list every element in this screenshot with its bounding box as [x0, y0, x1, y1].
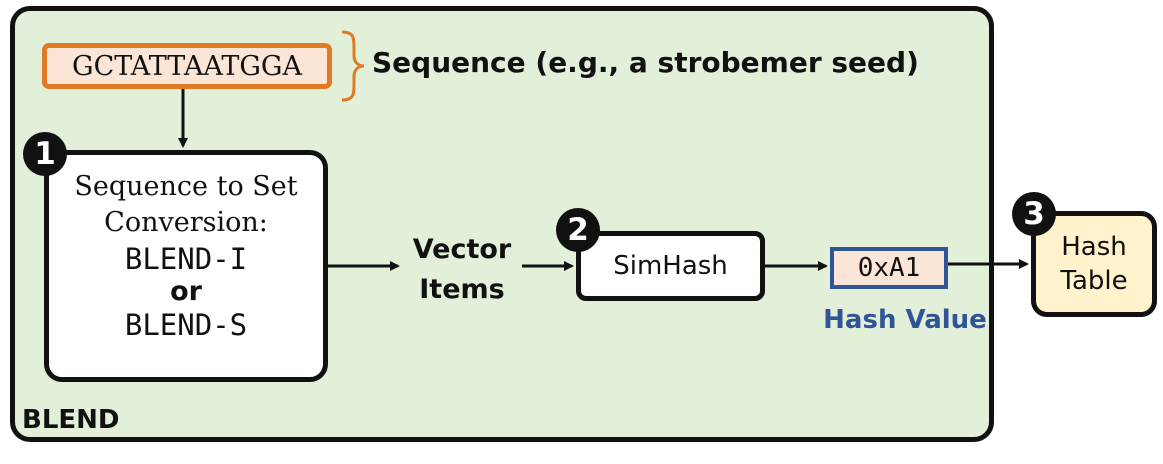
vector-items-label: Vector Items — [402, 230, 522, 310]
conversion-box: Sequence to Set Conversion: BLEND-I or B… — [44, 150, 328, 382]
sequence-value: GCTATTAATGGA — [72, 50, 302, 82]
or-label: or — [170, 276, 202, 307]
curly-brace-icon — [341, 30, 365, 102]
step-3-badge: 3 — [1012, 192, 1056, 236]
sequence-box: GCTATTAATGGA — [42, 43, 332, 89]
hash-value: 0xA1 — [857, 253, 921, 283]
hash-value-label: Hash Value — [823, 305, 987, 335]
hash-table-line-2: Table — [1060, 266, 1128, 296]
hash-table-box: Hash Table — [1031, 211, 1157, 317]
hash-table-line-1: Hash — [1061, 232, 1127, 262]
vector-items-line-2: Items — [419, 274, 505, 305]
conversion-title-line-2: Conversion: — [104, 207, 268, 238]
blend-i-label: BLEND-I — [124, 242, 248, 276]
vector-items-line-1: Vector — [412, 234, 512, 265]
hash-value-box: 0xA1 — [830, 247, 948, 289]
simhash-label: SimHash — [613, 251, 728, 281]
blend-label: BLEND — [22, 405, 120, 435]
step-2-badge: 2 — [556, 208, 600, 252]
step-1-badge: 1 — [23, 132, 67, 176]
conversion-title-line-1: Sequence to Set — [74, 171, 298, 202]
blend-s-label: BLEND-S — [124, 308, 248, 342]
simhash-box: SimHash — [576, 231, 765, 301]
conversion-title: Sequence to Set Conversion: — [49, 169, 323, 241]
sequence-label: Sequence (e.g., a strobemer seed) — [372, 46, 919, 79]
